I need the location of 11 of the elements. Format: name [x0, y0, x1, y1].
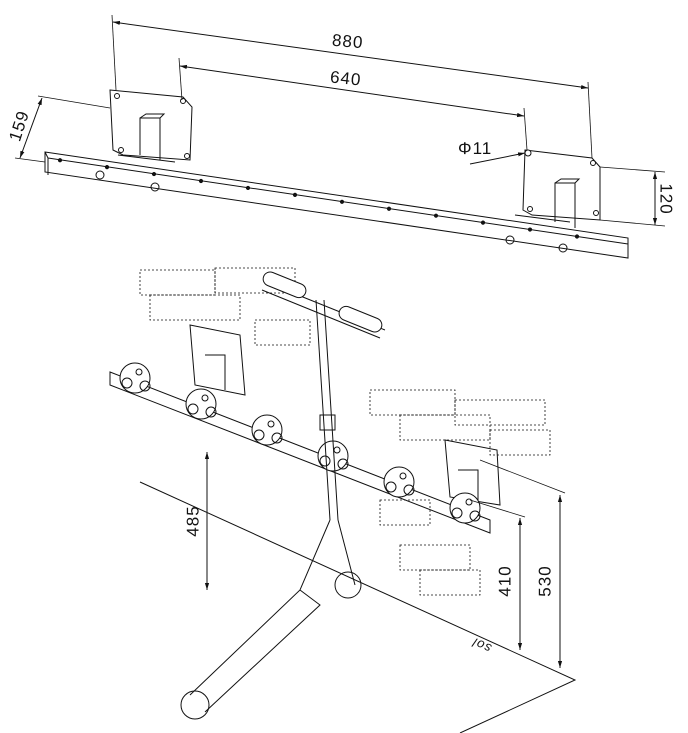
dimension-label: 120 — [656, 183, 675, 215]
dimension-label: 410 — [496, 565, 515, 597]
leader-line — [470, 152, 526, 164]
dimension-label: 159 — [6, 108, 34, 144]
dimension-label: 485 — [184, 505, 203, 537]
mounting-hole — [524, 150, 532, 156]
dimension-label: 530 — [536, 565, 555, 597]
floor-label: sol — [469, 634, 494, 658]
dimension-label: 640 — [329, 68, 362, 90]
dimension-label: 880 — [331, 32, 364, 52]
diameter-label: Φ11 — [458, 140, 492, 158]
